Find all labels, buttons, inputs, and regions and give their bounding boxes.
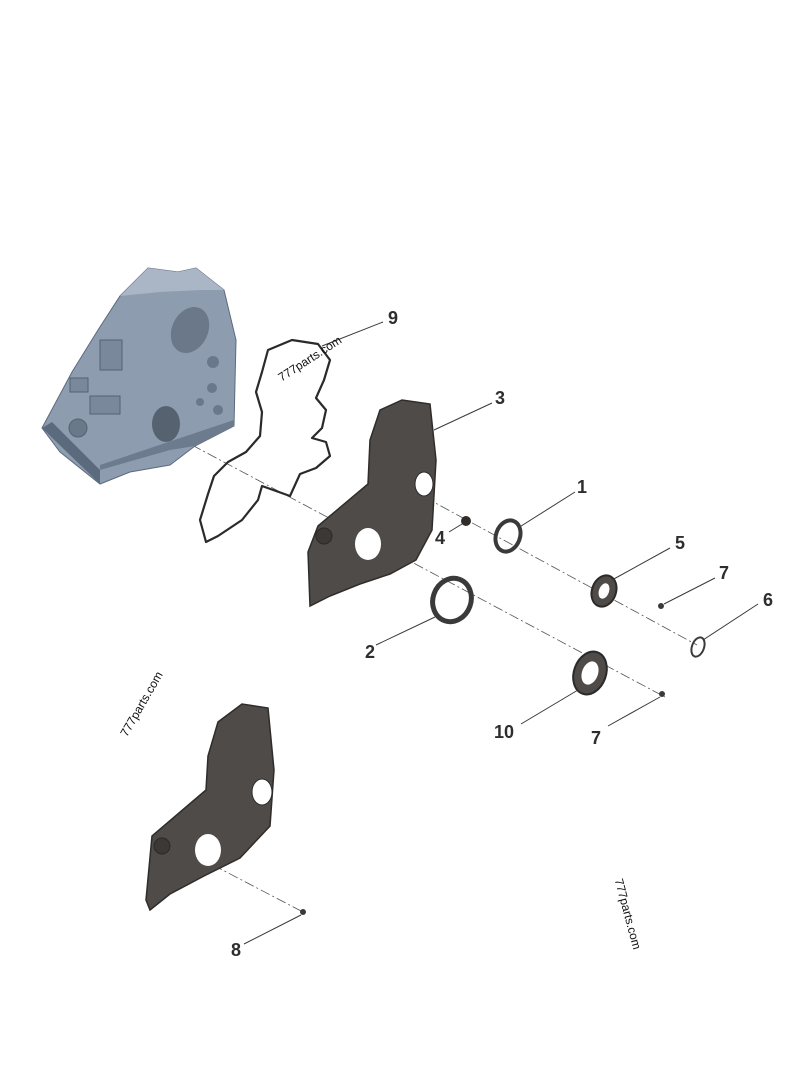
callout-8[interactable]: 8	[231, 940, 241, 960]
watermark-right: 777parts.com	[612, 877, 644, 951]
o-ring-6	[690, 636, 706, 658]
callout-6[interactable]: 6	[763, 590, 773, 610]
callout-1[interactable]: 1	[577, 477, 587, 497]
callout-7-lower[interactable]: 7	[591, 728, 601, 748]
callout-5[interactable]: 5	[675, 533, 685, 553]
front-cover-plate	[307, 399, 437, 608]
rear-cover-plate	[145, 703, 275, 912]
bolt-7a	[658, 603, 664, 609]
callout-7-upper[interactable]: 7	[719, 563, 729, 583]
seal-ring-1	[493, 518, 523, 554]
gear-housing	[41, 267, 237, 485]
oil-seal-5	[590, 574, 618, 608]
callout-9[interactable]: 9	[388, 308, 398, 328]
seal-housing-10	[572, 650, 608, 696]
callout-2[interactable]: 2	[365, 642, 375, 662]
watermark-left: 777parts.com	[117, 669, 165, 739]
leader-lines	[243, 321, 759, 945]
gasket-outline	[198, 338, 332, 544]
seal-ring-2	[430, 575, 474, 625]
callout-4[interactable]: 4	[435, 528, 445, 548]
bolt-8	[300, 909, 306, 915]
bolt-7b	[659, 691, 665, 697]
callout-10[interactable]: 10	[494, 722, 514, 742]
callout-3[interactable]: 3	[495, 388, 505, 408]
callout-labels: 1 2 3 4 5 6 7 7 8 9 10	[231, 308, 773, 960]
watermark-top: 777parts.com	[276, 333, 345, 384]
plug-4	[461, 516, 471, 526]
